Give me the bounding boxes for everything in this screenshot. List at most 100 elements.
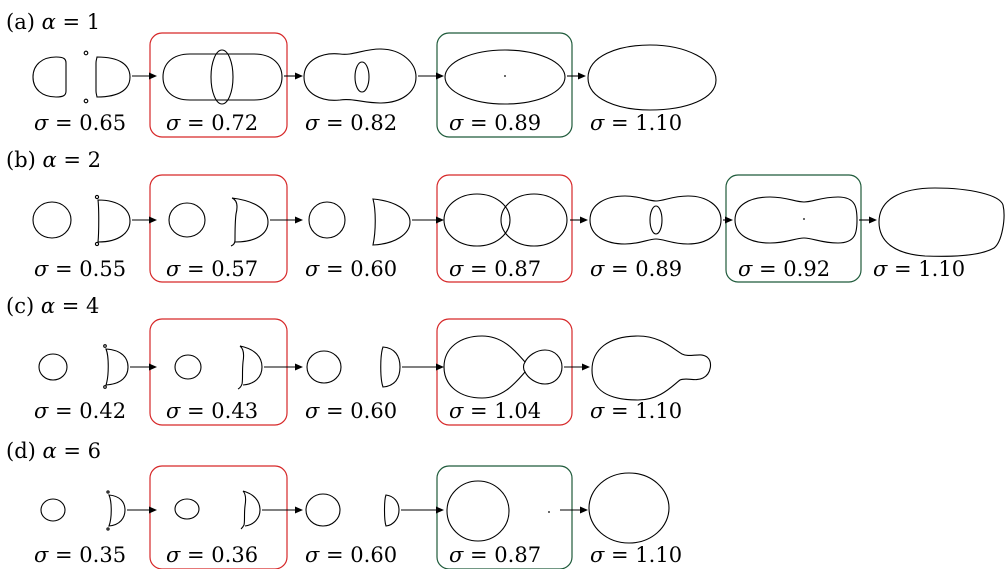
sigma-label: σ = 1.10	[590, 399, 682, 423]
left-droplet-shape	[308, 201, 346, 239]
row-title-c: (c) α = 4	[6, 294, 99, 318]
final-droplet-shape	[878, 187, 1005, 257]
stage-box-a-4	[436, 32, 573, 138]
transition-arrow-head	[436, 363, 444, 371]
row-c: (c) α = 4 σ = 0.42 σ = 0.43 σ = 0.60 σ =	[6, 294, 712, 426]
transition-arrow-head	[149, 506, 157, 514]
transition-arrow-head	[149, 363, 157, 371]
row-b: (b) α = 2	[6, 148, 1005, 283]
sigma-label: σ = 0.57	[166, 257, 258, 281]
satellite-droplet-shape	[548, 511, 550, 513]
final-droplet-shape	[588, 472, 670, 544]
stage-box-c-2	[149, 318, 288, 426]
sigma-label: σ = 0.87	[449, 257, 541, 281]
transition-arrow-head	[580, 506, 588, 514]
vanishing-bubble-shape	[803, 218, 805, 220]
transition-arrow-head	[295, 506, 303, 514]
sigma-label: σ = 1.10	[590, 111, 682, 135]
sigma-label: σ = 0.35	[34, 543, 126, 567]
satellite-droplet-shape	[83, 98, 89, 104]
stage-box-d-2	[149, 465, 288, 569]
transition-arrow-head	[295, 72, 303, 80]
sigma-label: σ = 0.87	[449, 543, 541, 567]
sigma-label: σ = 0.89	[590, 257, 682, 281]
right-droplet-shape	[237, 345, 263, 390]
stage-box-b-2	[149, 174, 288, 283]
row-title-a: (a) α = 1	[6, 10, 100, 34]
necked-droplet-shape	[589, 195, 722, 245]
satellite-droplet-shape	[103, 385, 107, 389]
final-droplet-shape	[591, 335, 712, 401]
sigma-label: σ = 1.10	[590, 543, 682, 567]
satellite-droplet-shape	[106, 527, 110, 531]
transition-arrow-head	[295, 363, 303, 371]
right-droplet-shape	[105, 348, 129, 386]
left-droplet-shape	[446, 480, 510, 542]
sigma-label: σ = 0.55	[34, 257, 126, 281]
transition-arrow-head	[436, 506, 444, 514]
satellite-droplet-shape	[106, 490, 110, 494]
sigma-label: σ = 0.65	[34, 111, 126, 135]
right-droplet-shape	[383, 494, 400, 527]
left-droplet-shape	[306, 350, 342, 384]
transition-arrow-head	[436, 72, 444, 80]
right-droplet-shape	[500, 193, 568, 247]
sigma-label: σ = 0.82	[305, 111, 397, 135]
transition-arrow-head	[295, 216, 303, 224]
left-droplet-shape	[443, 193, 511, 247]
right-droplet-shape	[372, 198, 411, 246]
satellite-droplet-shape	[94, 194, 100, 200]
row-title-d: (d) α = 6	[6, 439, 101, 463]
transition-arrow-head	[725, 216, 733, 224]
left-droplet-shape	[168, 202, 206, 238]
left-droplet-shape	[305, 493, 341, 527]
right-droplet-shape	[240, 490, 261, 530]
transition-arrow-head	[149, 72, 157, 80]
right-droplet-shape	[230, 197, 269, 247]
left-droplet-shape	[32, 56, 67, 98]
sigma-label: σ = 0.60	[305, 257, 397, 281]
necked-droplet-shape	[734, 196, 858, 244]
merged-droplet-shape	[162, 53, 283, 101]
inner-bubble-shape	[649, 205, 663, 235]
inner-bubble-shape	[210, 49, 234, 105]
sigma-label: σ = 1.10	[873, 257, 965, 281]
pinching-droplet-shape	[443, 335, 563, 399]
sigma-label: σ = 0.42	[34, 399, 126, 423]
sigma-label: σ = 0.36	[166, 543, 258, 567]
left-droplet-shape	[174, 354, 202, 380]
pinch-neck-shape	[522, 361, 526, 373]
row-title-b: (b) α = 2	[6, 148, 101, 172]
sigma-label: σ = 0.92	[738, 257, 830, 281]
sigma-label: σ = 0.72	[166, 111, 258, 135]
sigma-label: σ = 1.04	[449, 399, 541, 423]
transition-arrow-head	[580, 216, 588, 224]
right-droplet-shape	[380, 346, 401, 388]
sigma-label: σ = 0.43	[166, 399, 258, 423]
right-droplet-shape	[97, 199, 131, 243]
vanishing-bubble-shape	[504, 75, 506, 77]
sigma-label: σ = 0.60	[305, 399, 397, 423]
transition-arrow-head	[582, 363, 590, 371]
transition-arrow-head	[578, 72, 586, 80]
final-droplet-shape	[587, 44, 717, 111]
left-droplet-shape	[38, 353, 68, 381]
sigma-label: σ = 0.60	[305, 543, 397, 567]
stage-box-d-4	[436, 465, 573, 569]
right-droplet-shape	[95, 56, 131, 98]
row-a: (a) α = 1 σ = 0.65 σ = 0.72 σ = 0.82 σ =	[6, 10, 717, 138]
oval-droplet-shape	[444, 49, 566, 105]
sigma-label: σ = 0.89	[449, 111, 541, 135]
right-droplet-shape	[108, 494, 126, 527]
left-droplet-shape	[174, 498, 200, 520]
stage-box-a-2	[149, 32, 288, 138]
left-droplet-shape	[32, 201, 72, 239]
stage-box-b-4	[436, 174, 573, 283]
inner-bubble-shape	[354, 61, 370, 93]
transition-arrow-head	[869, 216, 877, 224]
satellite-droplet-shape	[103, 344, 107, 348]
transition-arrow-head	[149, 216, 157, 224]
satellite-droplet-shape	[83, 50, 89, 56]
stage-box-c-4	[436, 318, 573, 426]
